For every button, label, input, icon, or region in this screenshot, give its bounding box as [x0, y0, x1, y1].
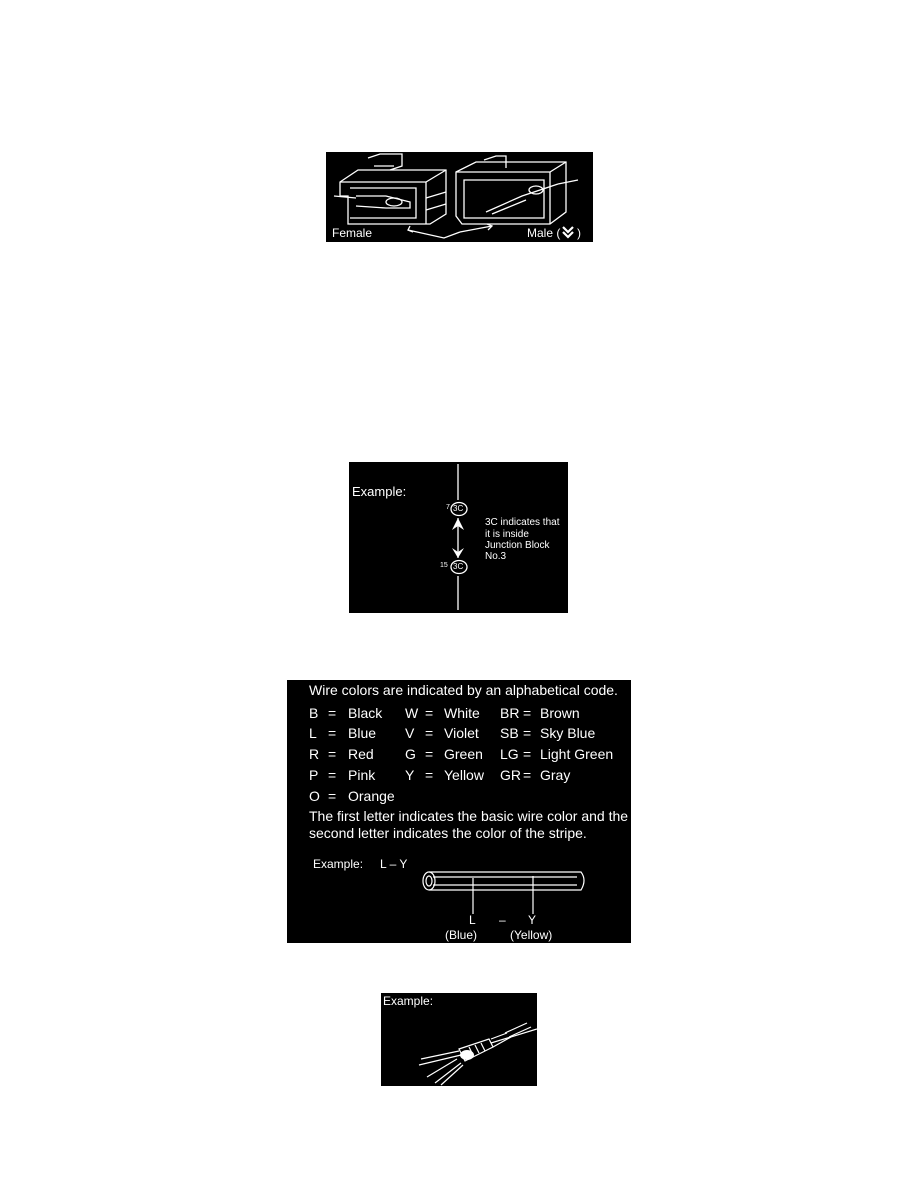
- color-name: Green: [444, 746, 483, 762]
- connector-figure: Female Male ( ): [326, 152, 593, 242]
- color-name: Violet: [444, 725, 479, 741]
- equals-sign: =: [328, 725, 337, 741]
- note-line: it is inside: [485, 529, 529, 540]
- color-name: Brown: [540, 705, 580, 721]
- color-name: Orange: [348, 788, 395, 804]
- color-name: Gray: [540, 767, 571, 783]
- explanation-line: The first letter indicates the basic wir…: [309, 808, 629, 824]
- up-arrow-icon: [452, 518, 464, 530]
- wire-colors-heading: Wire colors are indicated by an alphabet…: [309, 682, 618, 698]
- color-code: R: [309, 746, 320, 762]
- equals-sign: =: [328, 767, 337, 783]
- equals-sign: =: [523, 767, 532, 783]
- color-code: V: [405, 725, 415, 741]
- equals-sign: =: [328, 705, 337, 721]
- male-label: Male (: [527, 226, 561, 240]
- top-pin-number: 7: [446, 504, 450, 511]
- color-code: Y: [405, 767, 415, 783]
- splice-drawing: [418, 1022, 537, 1086]
- equals-sign: =: [425, 725, 434, 741]
- color-code: LG: [500, 746, 519, 762]
- bottom-pin-number: 15: [440, 562, 448, 569]
- color-code: O: [309, 788, 320, 804]
- junction-block-figure: Example: 7 3C 15 3C 3C indicates that it…: [349, 462, 568, 613]
- color-code: SB: [500, 725, 519, 741]
- color-code: GR: [500, 767, 521, 783]
- color-name: Pink: [348, 767, 376, 783]
- connector-drawing: [333, 153, 579, 239]
- base-color-name: (Blue): [445, 928, 478, 942]
- equals-sign: =: [425, 746, 434, 762]
- equals-sign: =: [328, 746, 337, 762]
- note-line: No.3: [485, 551, 507, 562]
- equals-sign: =: [523, 746, 532, 762]
- color-code: W: [405, 705, 419, 721]
- color-code: L: [309, 725, 317, 741]
- top-junction-code: 3C: [453, 504, 464, 513]
- stripe-color-name: (Yellow): [510, 928, 553, 942]
- splice-figure: Example:: [381, 993, 537, 1086]
- bottom-junction-code: 3C: [453, 562, 464, 571]
- equals-sign: =: [523, 725, 532, 741]
- example-label: Example:: [313, 857, 364, 871]
- female-label: Female: [332, 226, 373, 240]
- dash: –: [499, 913, 506, 927]
- note-line: Junction Block: [485, 540, 550, 551]
- example-label: Example:: [383, 994, 434, 1008]
- wire-colors-figure: Wire colors are indicated by an alphabet…: [287, 680, 631, 943]
- double-chevron-down-icon: [562, 225, 574, 242]
- explanation-line: second letter indicates the color of the…: [309, 825, 587, 841]
- color-name: Blue: [348, 725, 377, 741]
- junction-drawing: [450, 464, 468, 610]
- color-name: Red: [348, 746, 374, 762]
- equals-sign: =: [425, 705, 434, 721]
- color-name: Black: [348, 705, 383, 721]
- example-code: L – Y: [380, 857, 408, 871]
- color-name: Sky Blue: [540, 725, 596, 741]
- male-label-end: ): [577, 226, 581, 240]
- color-name: Light Green: [540, 746, 614, 762]
- down-arrow-icon: [452, 548, 464, 558]
- base-color-letter: L: [469, 913, 476, 927]
- color-code: BR: [500, 705, 520, 721]
- striped-wire-drawing: [422, 871, 585, 914]
- color-name: Yellow: [444, 767, 484, 783]
- equals-sign: =: [425, 767, 434, 783]
- color-name: White: [444, 705, 480, 721]
- equals-sign: =: [523, 705, 532, 721]
- example-label: Example:: [352, 484, 407, 499]
- stripe-color-letter: Y: [528, 913, 537, 927]
- note-line: 3C indicates that: [485, 517, 560, 528]
- equals-sign: =: [328, 788, 337, 804]
- color-code: G: [405, 746, 416, 762]
- color-code: P: [309, 767, 319, 783]
- color-code: B: [309, 705, 319, 721]
